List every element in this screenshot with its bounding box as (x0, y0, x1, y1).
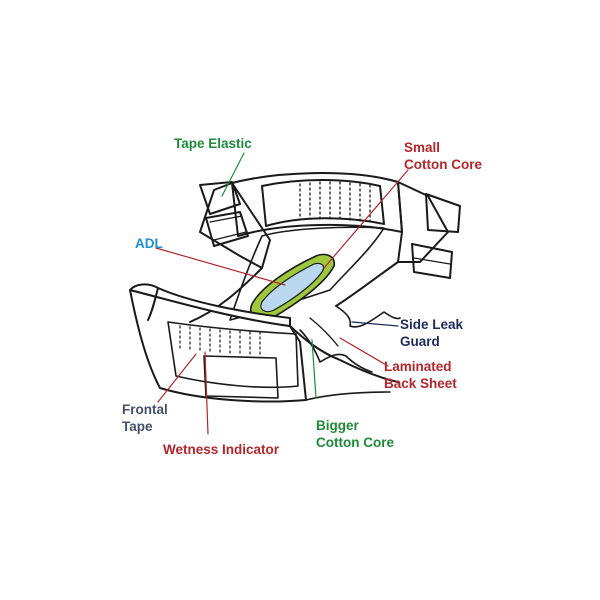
adl-core (260, 262, 325, 313)
inner-channel (229, 226, 385, 321)
left-ear (199, 182, 271, 269)
right-ear (397, 181, 449, 263)
right-tape-lower (411, 243, 453, 279)
back-waistband-inner (261, 179, 385, 227)
back-waistband (231, 172, 403, 237)
body-left-side (189, 267, 263, 323)
wetness-dots (179, 325, 261, 358)
label-adl: ADL (135, 236, 163, 251)
left-tape-lower (205, 211, 249, 247)
frontal-tape-patch (203, 355, 279, 399)
label-laminated-back-sheet: Laminated Back Sheet (384, 359, 457, 391)
right-tape-upper (425, 193, 461, 233)
label-tape-elastic: Tape Elastic (174, 136, 252, 151)
label-side-leak-guard: Side Leak Guard (400, 317, 464, 349)
body-right-side (335, 261, 399, 307)
left-tape-upper (199, 181, 241, 215)
front-panel-inner (167, 321, 299, 389)
label-wetness-indicator: Wetness Indicator (163, 442, 280, 457)
label-bigger-cotton-core: Bigger Cotton Core (316, 418, 394, 450)
front-waistband-top (129, 283, 291, 327)
back-elastic-dots (299, 181, 371, 223)
label-frontal-tape: Frontal Tape (122, 402, 168, 434)
label-small-cotton-core: Small Cotton Core (404, 140, 482, 172)
leader-lines (155, 152, 409, 435)
front-right-edge (289, 325, 399, 383)
